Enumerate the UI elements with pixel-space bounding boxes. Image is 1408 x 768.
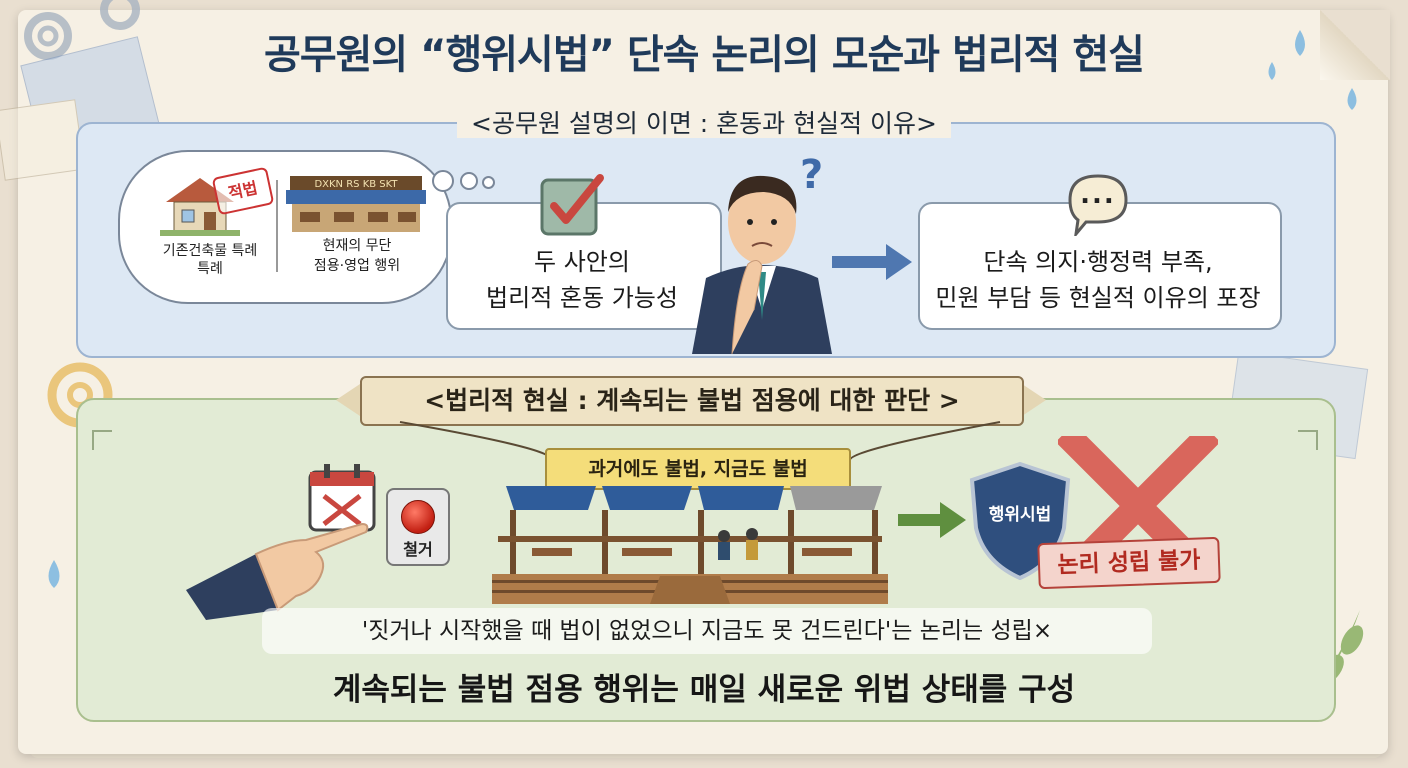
page-curl [1320,10,1390,80]
arrow-right-icon [898,502,966,538]
demolish-button[interactable]: 철거 [386,488,450,566]
rejected-logic-quote: '짓거나 시작했을 때 법이 없었으니 지금도 못 건드린다'는 논리는 성립× [262,608,1152,654]
conclusion-text: 계속되는 불법 점용 행위는 매일 새로운 위법 상태를 구성 [332,672,1076,708]
ribbon-tail-right [1022,384,1046,416]
speech-dots: ... [1080,180,1116,210]
question-mark-icon: ? [800,152,824,198]
shield-label: 행위시법 [988,505,1052,525]
stall-sign-text: DXKN RS KB SKT [314,179,398,190]
official-icon [692,175,832,354]
illegal-banner: 과거에도 불법, 지금도 불법 [545,448,851,490]
verdict-badge: 논리 성립 불가 [1037,536,1221,590]
divider [276,180,278,272]
calendar-icon [308,464,376,532]
checkbox-icon [540,174,604,236]
thought-bubble [482,176,495,189]
pointing-hand-icon [186,522,369,620]
corner-mark [92,430,112,450]
gear-icon [24,0,140,60]
ribbon-tail-left [336,384,360,416]
water-drop-icon [48,30,1357,588]
arrow-right-icon [832,244,912,280]
existing-building-label: 기존건축물 특례 특례 [162,243,258,277]
real-reason-text: 단속 의지·행정력 부족, 민원 부담 등 현실적 이유의 포장 [935,248,1261,312]
confusion-text: 두 사안의 법리적 혼동 가능성 [486,248,678,312]
page-title: 공무원의 “행위시법” 단속 논리의 모순과 법리적 현실 [264,32,1145,78]
market-stall-icon: DXKN RS KB SKT [286,176,426,232]
corner-mark [1298,430,1318,450]
explanation-heading-text: <공무원 설명의 이면 : 혼동과 현실적 이유> [457,109,951,138]
current-occupation-label: 현재의 무단 점용·영업 행위 [313,238,401,274]
thought-bubble [460,172,478,190]
speech-bubble-icon [1068,174,1128,236]
thought-bubble [432,170,454,192]
explanation-heading: <공무원 설명의 이면 : 혼동과 현실적 이유> [0,104,1408,140]
demolish-label: 철거 [403,540,433,559]
red-button-icon [401,500,435,534]
legal-reality-heading: <법리적 현실 : 계속되는 불법 점용에 대한 판단 > [360,376,1024,426]
market-stall-icon [492,486,888,604]
